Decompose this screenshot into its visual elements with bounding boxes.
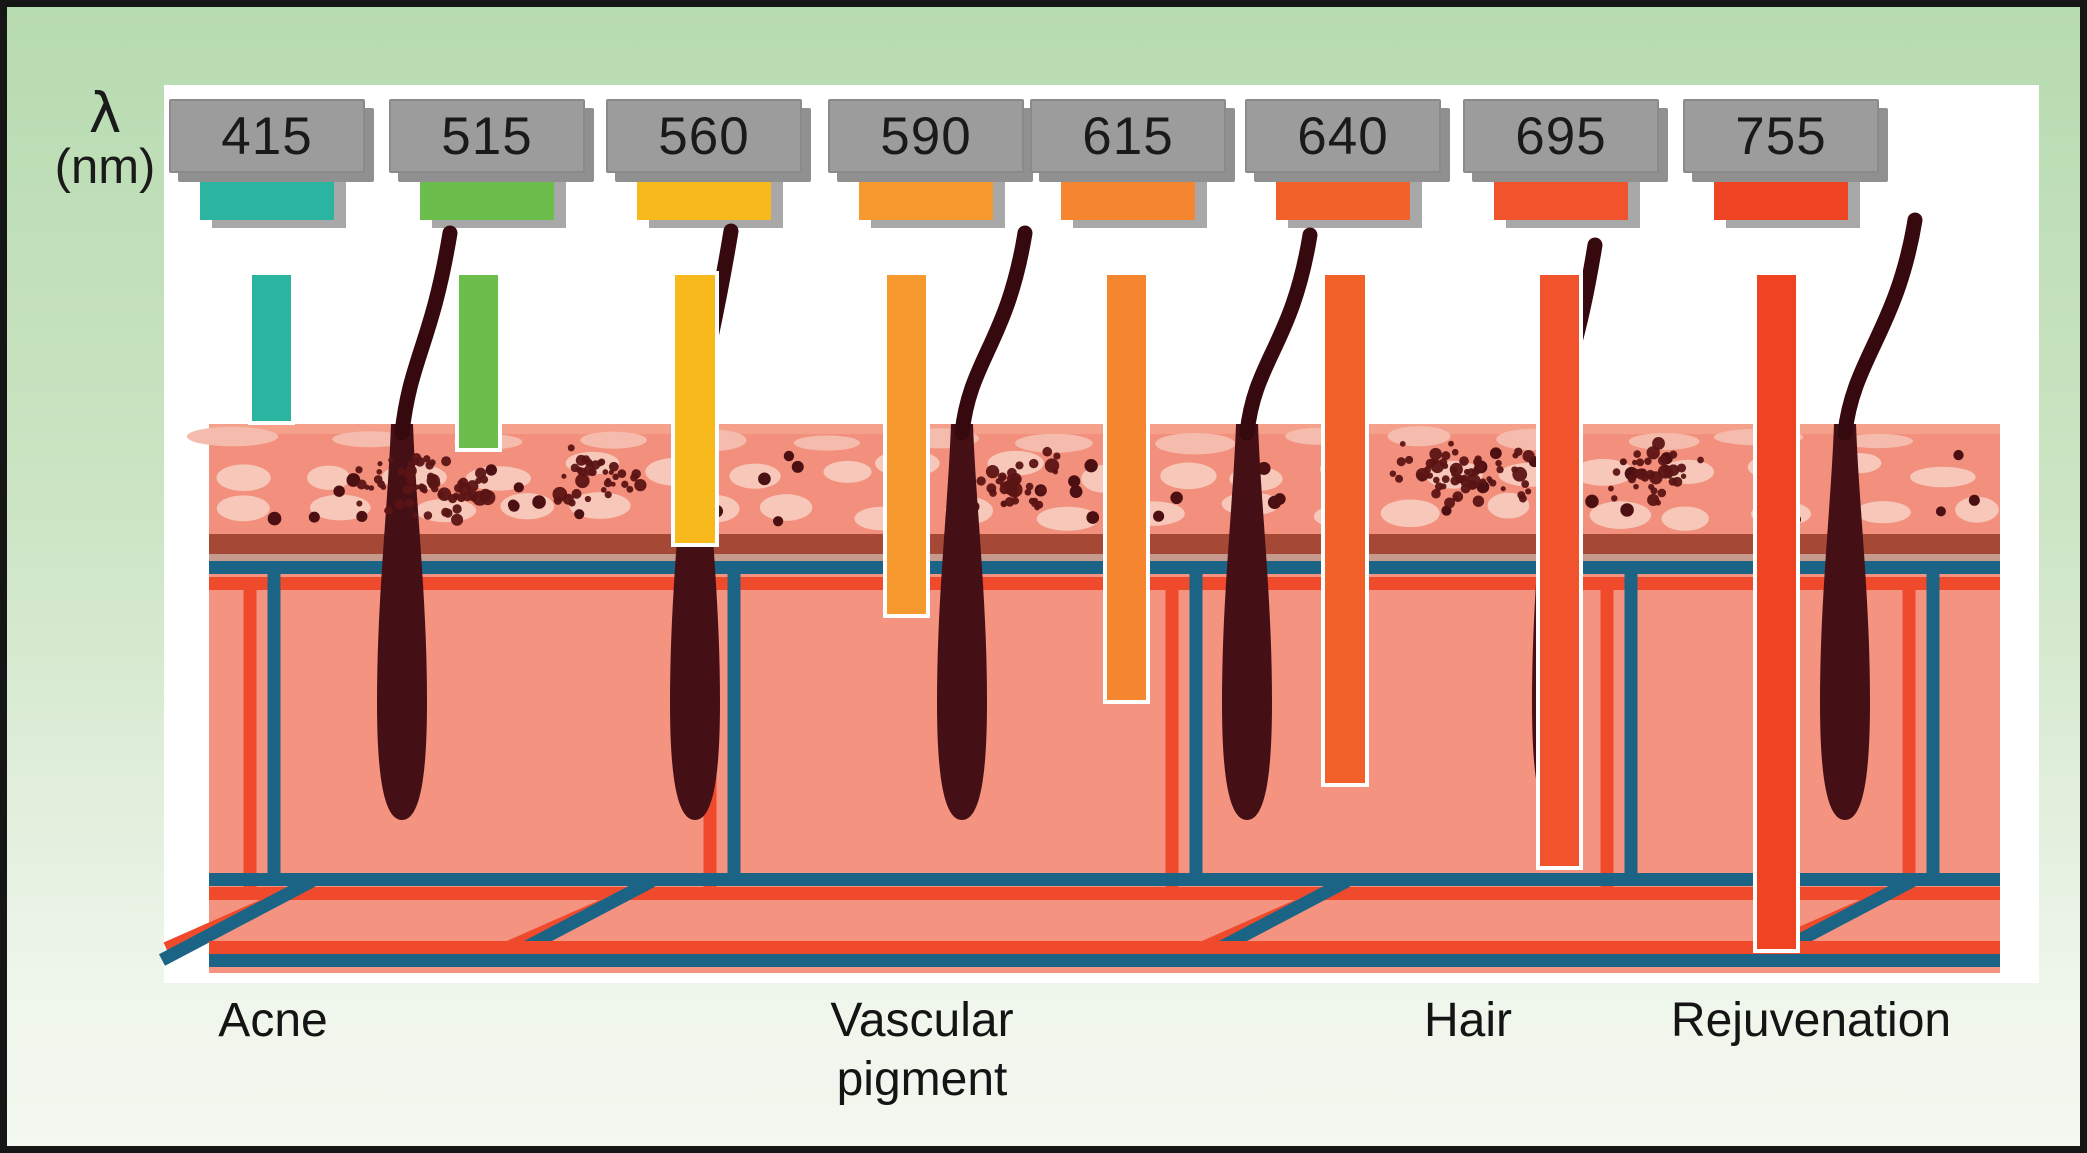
unit-text: (nm) (54, 140, 156, 195)
wavelength-box-560: 560 (606, 99, 802, 173)
wavelength-tab-640 (1276, 168, 1410, 220)
wavelength-box-590: 590 (828, 99, 1024, 173)
wavelength-box-415: 415 (169, 99, 365, 173)
wavelength-box-615: 615 (1030, 99, 1226, 173)
wavelength-value: 515 (441, 106, 533, 166)
wavelength-unit-label: λ (nm) (45, 81, 165, 195)
treatment-label-hair: Hair (1423, 994, 1513, 1047)
wavelength-value: 695 (1515, 106, 1607, 166)
wavelength-tab-515 (420, 168, 554, 220)
wavelength-tab-590 (859, 168, 993, 220)
wavelength-tab-415 (200, 168, 334, 220)
wavelength-value: 415 (221, 106, 313, 166)
wavelength-box-695: 695 (1463, 99, 1659, 173)
treatment-label-rejuvenation: Rejuvenation (1670, 994, 1952, 1047)
wavelength-tab-615 (1061, 168, 1195, 220)
wavelength-value: 755 (1735, 106, 1827, 166)
wavelength-box-640: 640 (1245, 99, 1441, 173)
wavelength-tab-695 (1494, 168, 1628, 220)
wavelength-tab-755 (1714, 168, 1848, 220)
wavelength-box-515: 515 (389, 99, 585, 173)
wavelength-box-755: 755 (1683, 99, 1879, 173)
wavelength-tab-560 (637, 168, 771, 220)
wavelength-value: 640 (1297, 106, 1389, 166)
wavelength-value: 590 (880, 106, 972, 166)
lambda-symbol: λ (88, 81, 122, 145)
wavelength-value: 615 (1082, 106, 1174, 166)
wavelength-value: 560 (658, 106, 750, 166)
treatment-label-acne: Acne (218, 994, 328, 1047)
treatment-label-vascular: Vascular pigment (830, 994, 1014, 1106)
